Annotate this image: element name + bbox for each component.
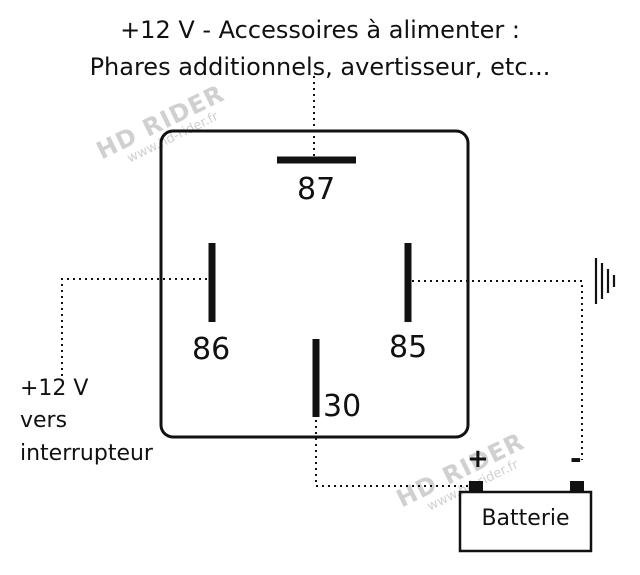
wire-85-ground: [412, 280, 583, 460]
wire-86-switch: [61, 278, 208, 376]
battery-minus-sign: -: [570, 442, 582, 475]
battery-minus-terminal: [570, 481, 584, 493]
battery-plus-sign: +: [467, 444, 489, 474]
battery-plus-terminal: [469, 481, 483, 493]
battery-label: Batterie: [481, 506, 570, 531]
accessories-title: +12 V - Accessoires à alimenter :: [120, 16, 520, 44]
pin-85-label: 85: [389, 330, 428, 365]
pin-87-label: 87: [297, 172, 336, 207]
battery-body: [458, 490, 593, 553]
ground-icon: [594, 258, 616, 304]
wire-30-battery-plus: [315, 420, 475, 487]
battery: [458, 481, 593, 553]
switch-label-vers: vers: [20, 408, 68, 433]
pin-30-label: 30: [323, 389, 362, 424]
accessories-subtitle: Phares additionnels, avertisseur, etc...: [89, 53, 551, 81]
pin-86-label: 86: [192, 332, 231, 367]
switch-label-switch: interrupteur: [20, 441, 153, 466]
switch-label-voltage: +12 V: [20, 376, 89, 401]
